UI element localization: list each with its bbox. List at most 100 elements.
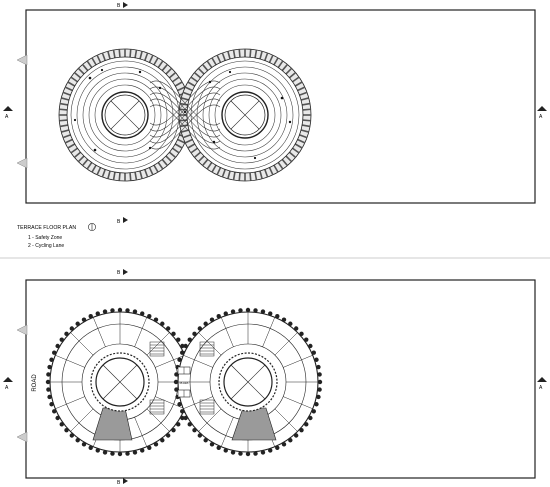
facade-column [69, 326, 75, 331]
safety-zone-segment [62, 134, 71, 139]
facade-column [125, 308, 130, 313]
safety-zone-segment [294, 81, 303, 87]
safety-zone-segment [232, 171, 236, 181]
safety-zone-segment [299, 91, 308, 96]
facade-column [176, 337, 181, 342]
safety-zone-segment [206, 60, 213, 68]
facade-column [197, 326, 203, 331]
facade-column [311, 350, 316, 355]
facade-column [110, 308, 115, 313]
safety-zone-segment [249, 49, 252, 58]
safety-zone-segment [184, 138, 193, 144]
safety-zone-segment [174, 143, 183, 149]
facade-column [253, 451, 258, 456]
safety-zone-segment [254, 49, 258, 59]
room-partition [283, 396, 313, 410]
terrace-plan-title: TERRACE FLOOR PLAN [17, 225, 76, 231]
svg-text:A: A [539, 385, 543, 391]
safety-zone-segment [216, 54, 222, 63]
facade-column [171, 331, 176, 337]
ground-section-mark-bottom: B [117, 478, 128, 486]
facade-column [55, 343, 60, 349]
room-partition [70, 332, 94, 356]
safety-zone-segment [112, 49, 116, 59]
cycling-lane-line [214, 84, 276, 146]
safety-zone-segment [232, 49, 236, 59]
safety-zone-segment [273, 57, 279, 66]
safety-zone-segment [301, 102, 311, 106]
facade-column [95, 448, 100, 453]
safety-zone-segment [172, 147, 180, 154]
svg-text:B: B [117, 219, 121, 225]
facade-column [316, 394, 321, 400]
ground-section-mark-right: A [537, 377, 547, 391]
safety-zone-segment [182, 91, 191, 96]
safety-zone-segment [190, 76, 198, 83]
ground-core-left [90, 352, 150, 412]
room-partition [134, 317, 148, 347]
facade-column [268, 448, 273, 453]
safety-zone-segment [264, 52, 269, 61]
safety-zone-segment [101, 169, 106, 178]
facade-column [314, 357, 319, 362]
staircase-icon [199, 399, 215, 415]
facade-column [64, 331, 69, 337]
safety-zone-segment [216, 167, 222, 176]
safety-zone-segment [139, 51, 143, 60]
safety-zone-segment [190, 147, 198, 154]
safety-zone-segment [285, 155, 293, 163]
safety-zone-segment [193, 71, 202, 79]
safety-zone-segment [264, 169, 269, 178]
cyclist-figures [73, 68, 292, 160]
cycling-lane-line [196, 66, 294, 164]
facade-column [102, 309, 108, 314]
svg-text:A: A [539, 114, 543, 120]
facade-column [174, 387, 179, 392]
safety-zone-segment [297, 86, 306, 92]
safety-zone-segment [227, 51, 231, 60]
facade-column [81, 317, 87, 322]
cycling-lane-line [82, 72, 168, 158]
safety-zone-segment [165, 67, 173, 75]
svg-text:B: B [117, 480, 121, 486]
facade-column [81, 442, 87, 447]
facade-column [173, 379, 179, 385]
facade-column [165, 326, 171, 331]
safety-zone-segment [201, 63, 209, 72]
safety-zone-segment [59, 102, 69, 106]
safety-zone-segment [153, 164, 159, 173]
safety-zone-segment [211, 164, 217, 173]
safety-zone-segment [174, 81, 183, 87]
safety-zone-segment [221, 52, 226, 61]
facade-column [275, 445, 280, 450]
facade-column [47, 394, 52, 400]
facade-column [268, 311, 273, 316]
facade-column [293, 433, 299, 438]
safety-zone-segment [129, 49, 132, 58]
facade-column [177, 402, 182, 407]
facade-column [288, 321, 293, 326]
safety-zone-segment [134, 49, 138, 59]
facade-column [245, 451, 251, 457]
facade-column [45, 379, 51, 385]
safety-zone-segment [294, 143, 303, 149]
safety-zone-segment [118, 172, 121, 181]
facade-column [46, 372, 51, 377]
facade-column [281, 442, 287, 447]
safety-zone-segment [288, 71, 297, 79]
facade-column [288, 438, 293, 443]
safety-zone-segment [302, 119, 311, 122]
safety-zone-segment [259, 170, 263, 179]
facade-column [293, 326, 299, 331]
facade-column [317, 372, 322, 377]
safety-zone-segment [107, 51, 111, 60]
safety-zone-segment [96, 54, 102, 63]
svg-text:B: B [117, 270, 121, 276]
facade-column [64, 427, 69, 433]
facade-column [216, 314, 221, 319]
safety-zone-segment [139, 170, 143, 179]
safety-zone-segment [299, 134, 308, 139]
facade-column [304, 422, 309, 427]
safety-zone-segment [187, 143, 196, 149]
plaza-label: PLAZA [180, 381, 189, 385]
